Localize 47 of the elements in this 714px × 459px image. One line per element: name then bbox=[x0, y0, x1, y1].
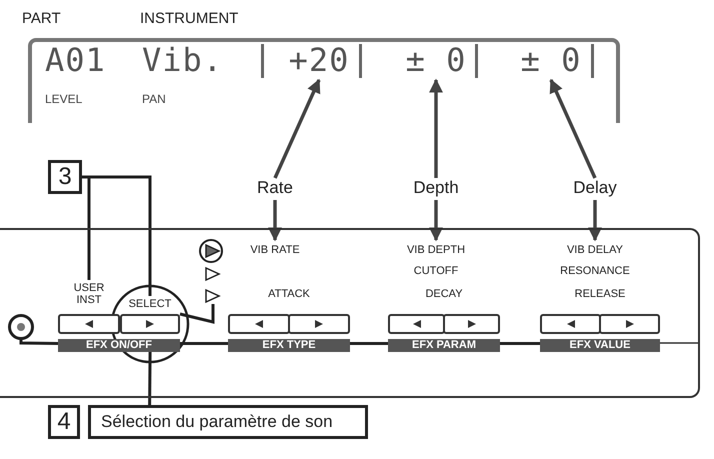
arrow bbox=[273, 78, 321, 179]
display-heading: PART bbox=[22, 10, 61, 27]
display-caption: LEVEL bbox=[45, 92, 82, 106]
band-label: EFX PARAM bbox=[412, 339, 476, 351]
button-label: ATTACK bbox=[267, 288, 311, 300]
leader-line bbox=[350, 342, 388, 345]
control-panel bbox=[0, 228, 700, 398]
step-number: 3 bbox=[48, 160, 82, 194]
band-label: EFX ON/OFF bbox=[86, 339, 152, 351]
button-label: RELEASE bbox=[574, 288, 626, 300]
step-number: 4 bbox=[48, 405, 80, 439]
row-label: CUTOFF bbox=[412, 264, 460, 279]
button-label: USER INST bbox=[72, 282, 106, 306]
display-text: A01 bbox=[45, 42, 106, 78]
parameter-name: Rate bbox=[252, 178, 298, 200]
function-band bbox=[540, 339, 660, 352]
display-text: Vib. bbox=[142, 42, 224, 78]
parameter-name: Depth bbox=[410, 178, 462, 200]
indicator-lamp bbox=[8, 314, 34, 340]
arrow bbox=[268, 200, 282, 242]
leader-line bbox=[148, 350, 152, 406]
caption-box: Sélection du paramètre de son bbox=[88, 405, 368, 439]
function-band bbox=[388, 339, 500, 352]
arrow bbox=[588, 200, 602, 242]
arrow bbox=[549, 78, 597, 179]
leader-line bbox=[500, 342, 540, 345]
button-label: DECAY bbox=[424, 288, 464, 300]
row-label: VIB RATE bbox=[230, 242, 320, 258]
function-band bbox=[228, 339, 350, 352]
leader-line bbox=[180, 342, 228, 345]
row-label: VIB DEPTH bbox=[391, 242, 481, 258]
function-band bbox=[58, 339, 180, 352]
band-label: EFX TYPE bbox=[262, 339, 316, 351]
display-value: +20 bbox=[288, 42, 350, 80]
row-label: RESONANCE bbox=[559, 264, 631, 279]
button-label: SELECT bbox=[128, 298, 172, 310]
display-value: ± 0 bbox=[520, 42, 582, 80]
leader-line bbox=[180, 304, 214, 324]
display-heading: INSTRUMENT bbox=[140, 10, 238, 27]
arrow bbox=[429, 78, 443, 178]
row-label: VIB DELAY bbox=[550, 242, 640, 258]
band-label: EFX VALUE bbox=[570, 339, 630, 351]
leader-line bbox=[20, 338, 58, 345]
display-caption: PAN bbox=[142, 92, 166, 106]
arrow bbox=[429, 200, 443, 242]
parameter-name: Delay bbox=[570, 178, 620, 200]
display-value: ± 0 bbox=[405, 42, 467, 80]
